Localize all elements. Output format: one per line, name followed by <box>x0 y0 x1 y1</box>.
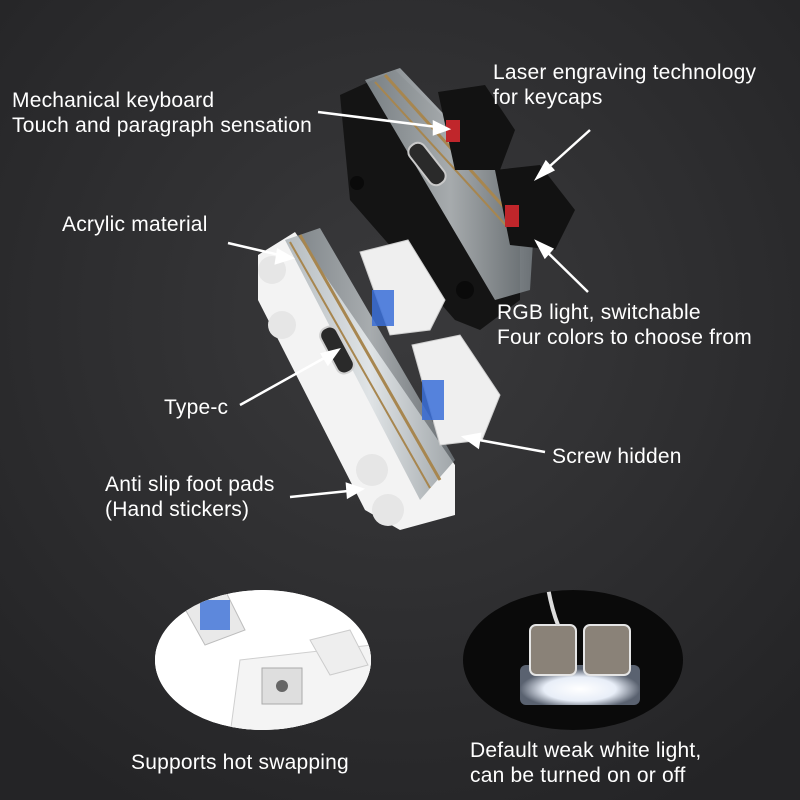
label-acrylic: Acrylic material <box>62 212 208 237</box>
label-line: RGB light, switchable <box>497 301 701 324</box>
blue-switch-icon <box>372 290 394 326</box>
label-line: Screw hidden <box>552 445 682 468</box>
label-line: Mechanical keyboard <box>12 89 215 112</box>
pointer-lines <box>227 110 591 500</box>
label-laser-engraving: Laser engraving technology for keycaps <box>493 60 756 110</box>
label-screw-hidden: Screw hidden <box>552 444 682 469</box>
label-line: Default weak white light, <box>470 739 702 762</box>
label-line: Supports hot swapping <box>131 751 349 774</box>
label-type-c: Type-c <box>164 395 228 420</box>
label-line: Laser engraving technology <box>493 61 757 84</box>
label-line: Touch and paragraph sensation <box>12 114 313 137</box>
label-hot-swapping: Supports hot swapping <box>131 750 349 775</box>
label-line: Four colors to choose from <box>497 326 752 349</box>
label-anti-slip: Anti slip foot pads (Hand stickers) <box>105 472 275 522</box>
red-led-icon <box>446 120 460 142</box>
white-light-inset <box>463 590 683 730</box>
white-macropad <box>258 228 501 530</box>
blue-switch-icon <box>422 380 444 420</box>
label-mechanical-keyboard: Mechanical keyboard Touch and paragraph … <box>12 88 312 138</box>
red-led-icon <box>505 205 519 227</box>
label-rgb-light: RGB light, switchable Four colors to cho… <box>497 300 752 350</box>
label-line: can be turned on or off <box>470 764 686 787</box>
label-white-light: Default weak white light, can be turned … <box>470 738 701 788</box>
label-line: Anti slip foot pads <box>105 473 275 496</box>
label-line: (Hand stickers) <box>105 498 250 521</box>
hot-swap-inset <box>155 590 371 730</box>
black-keycap <box>438 85 515 170</box>
black-keycap <box>495 165 575 250</box>
label-line: Type-c <box>164 396 229 419</box>
label-line: for keycaps <box>493 86 603 109</box>
black-macropad <box>340 68 575 330</box>
label-line: Acrylic material <box>62 213 208 236</box>
